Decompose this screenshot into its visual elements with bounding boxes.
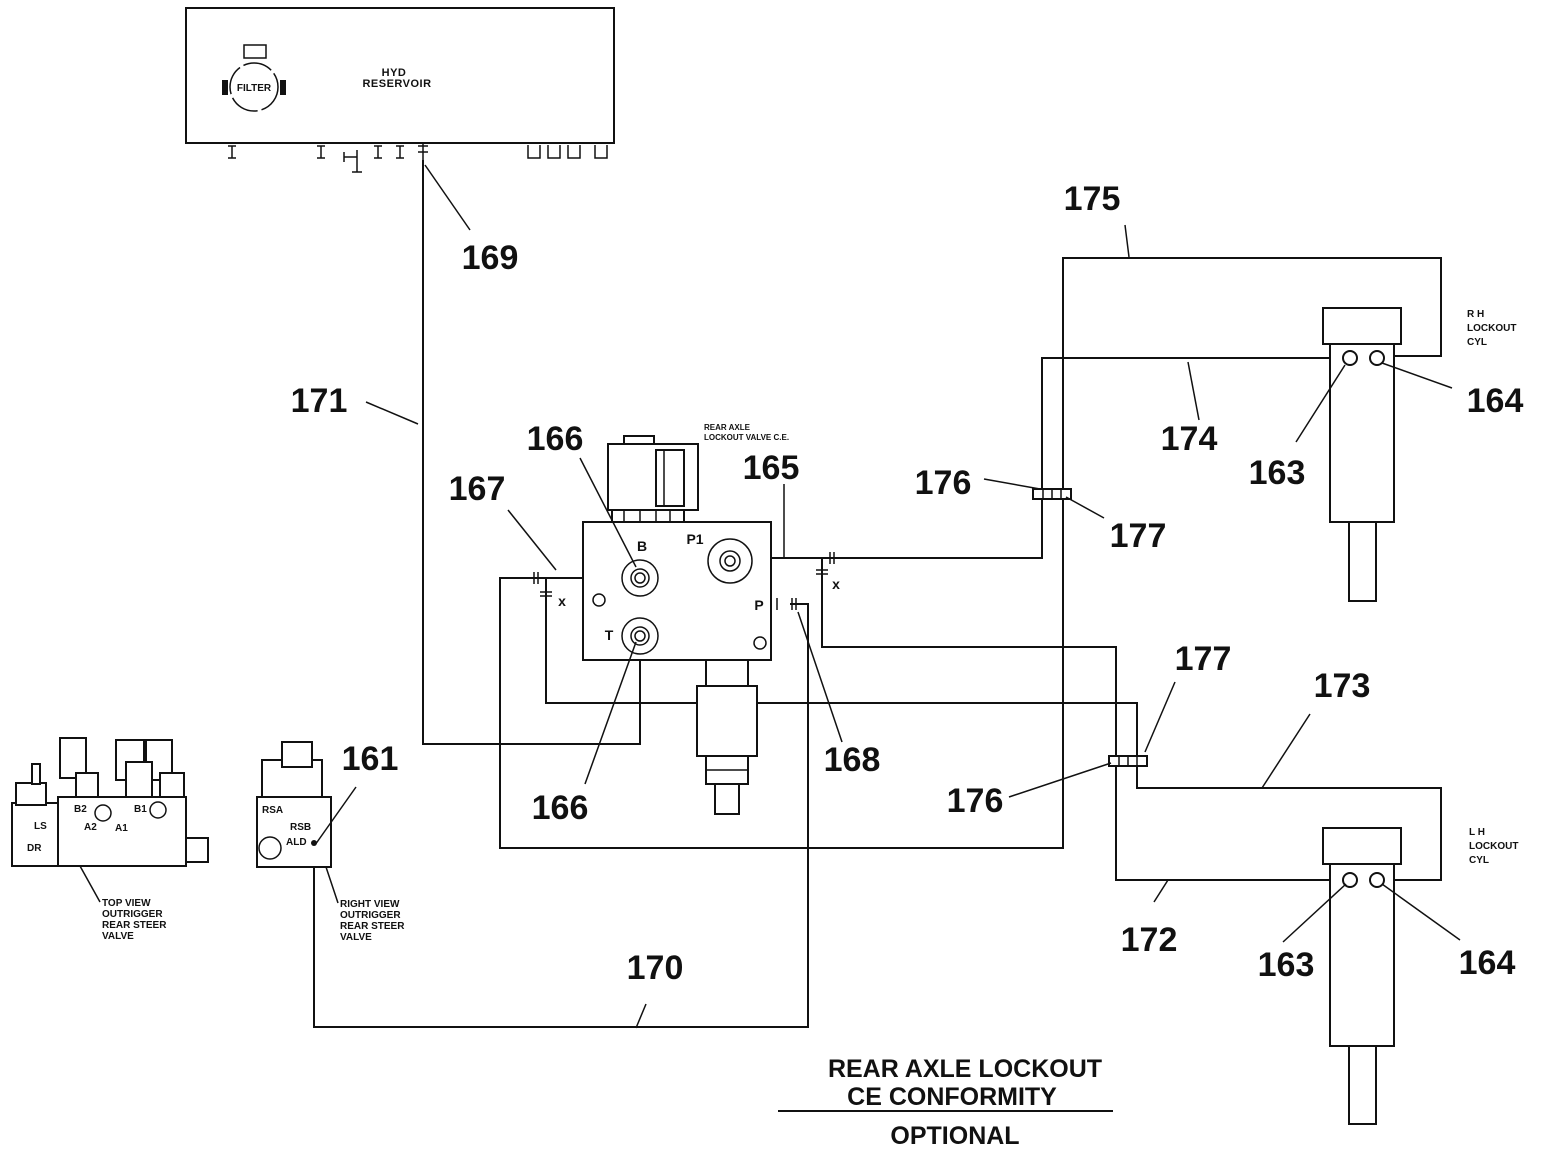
lh-lockout-cylinder: L H LOCKOUT CYL (1322, 827, 1518, 1125)
hydraulic-lines (313, 160, 1442, 1028)
line-x1 (545, 578, 1442, 881)
callout-174: 174 (1161, 420, 1218, 458)
valve-label-line1: REAR AXLE (704, 423, 751, 432)
callout-175: 175 (1064, 180, 1121, 218)
rh-cyl-label-line2: LOCKOUT (1467, 323, 1516, 334)
callout-164-lower: 164 (1459, 944, 1516, 982)
lh-cyl-label-line1: L H (1469, 827, 1485, 838)
port-dr-label: DR (27, 843, 42, 854)
rh-cyl-label-line3: CYL (1467, 337, 1487, 348)
tee-fitting-upper (1032, 488, 1072, 500)
right-view-caption-line1: RIGHT VIEW (340, 899, 400, 910)
callout-163-upper: 163 (1249, 454, 1306, 492)
rh-cyl-label-line1: R H (1467, 309, 1484, 320)
line-170 (313, 603, 809, 1028)
reservoir-label-line2: RESERVOIR (362, 78, 431, 90)
top-view-port-labels: B2 B1 A2 A1 LS DR (27, 804, 147, 854)
callout-171: 171 (291, 382, 348, 420)
top-view-caption-line1: TOP VIEW (102, 898, 151, 909)
line-165 (740, 357, 1350, 559)
lh-cyl-label-line3: CYL (1469, 855, 1489, 866)
callout-176-lower: 176 (947, 782, 1004, 820)
title-line1: REAR AXLE LOCKOUT (828, 1055, 1102, 1083)
port-x2-label: x (832, 576, 840, 592)
right-view-outrigger-valve: RSA RSB ALD RIGHT VIEW OUTRIGGER REAR ST… (256, 741, 405, 943)
callout-161: 161 (342, 740, 399, 778)
right-view-caption-line4: VALVE (340, 932, 372, 943)
top-view-caption-line2: OUTRIGGER (102, 909, 163, 920)
line-x2 (821, 558, 1350, 881)
callout-numbers: 169 171 166 167 165 166 168 170 161 175 … (291, 180, 1524, 987)
callout-165: 165 (743, 449, 800, 487)
port-t-label: T (605, 627, 614, 643)
title-line3: OPTIONAL (890, 1122, 1019, 1150)
rh-lockout-cylinder: R H LOCKOUT CYL (1322, 307, 1516, 602)
right-view-caption-line3: REAR STEER (340, 921, 405, 932)
callout-177-upper: 177 (1110, 517, 1167, 555)
port-a1-label: A1 (115, 823, 128, 834)
callout-167: 167 (449, 470, 506, 508)
port-b2-label: B2 (74, 804, 87, 815)
filter-symbol: FILTER (222, 44, 286, 112)
hyd-reservoir: FILTER HYD RESERVOIR (185, 7, 615, 173)
filter-label: FILTER (237, 83, 272, 94)
port-rsa-label: RSA (262, 805, 283, 816)
port-p1-label: P1 (686, 531, 703, 547)
title-block: REAR AXLE LOCKOUT CE CONFORMITY OPTIONAL (778, 1055, 1113, 1150)
line-171 (422, 160, 641, 745)
callout-163-lower: 163 (1258, 946, 1315, 984)
callout-168: 168 (824, 741, 881, 779)
reservoir-fittings (228, 144, 608, 173)
rear-axle-lockout-valve: B P1 T P x x REAR AXLE LOCKOUT VALVE C.E… (558, 423, 840, 815)
callout-170: 170 (627, 949, 684, 987)
port-p-label: P (754, 597, 763, 613)
top-view-outrigger-valve: B2 B1 A2 A1 LS DR TOP VIEW OUTRIGGER REA… (11, 737, 209, 942)
top-view-caption-line3: REAR STEER (102, 920, 167, 931)
callout-166-lower: 166 (532, 789, 589, 827)
callout-173: 173 (1314, 667, 1371, 705)
valve-label-line2: LOCKOUT VALVE C.E. (704, 433, 789, 442)
reservoir-label-line1: HYD (382, 67, 407, 79)
line-167 (499, 257, 1442, 849)
port-b-label: B (637, 538, 647, 554)
callout-166-upper: 166 (527, 420, 584, 458)
top-view-caption-line4: VALVE (102, 931, 134, 942)
lh-cyl-label-line2: LOCKOUT (1469, 841, 1518, 852)
callout-176-upper: 176 (915, 464, 972, 502)
port-b1-label: B1 (134, 804, 147, 815)
port-x1-label: x (558, 593, 566, 609)
port-a2-label: A2 (84, 822, 97, 833)
callout-169: 169 (462, 239, 519, 277)
tee-fitting-lower (1108, 755, 1148, 767)
callout-172: 172 (1121, 921, 1178, 959)
leader-lines (314, 164, 1461, 1029)
port-ald-label: ALD (286, 837, 307, 848)
callout-177-lower: 177 (1175, 640, 1232, 678)
callout-164-upper: 164 (1467, 382, 1524, 420)
port-rsb-label: RSB (290, 822, 311, 833)
port-ls-label: LS (34, 821, 47, 832)
right-view-caption-line2: OUTRIGGER (340, 910, 401, 921)
title-line2: CE CONFORMITY (847, 1083, 1057, 1111)
